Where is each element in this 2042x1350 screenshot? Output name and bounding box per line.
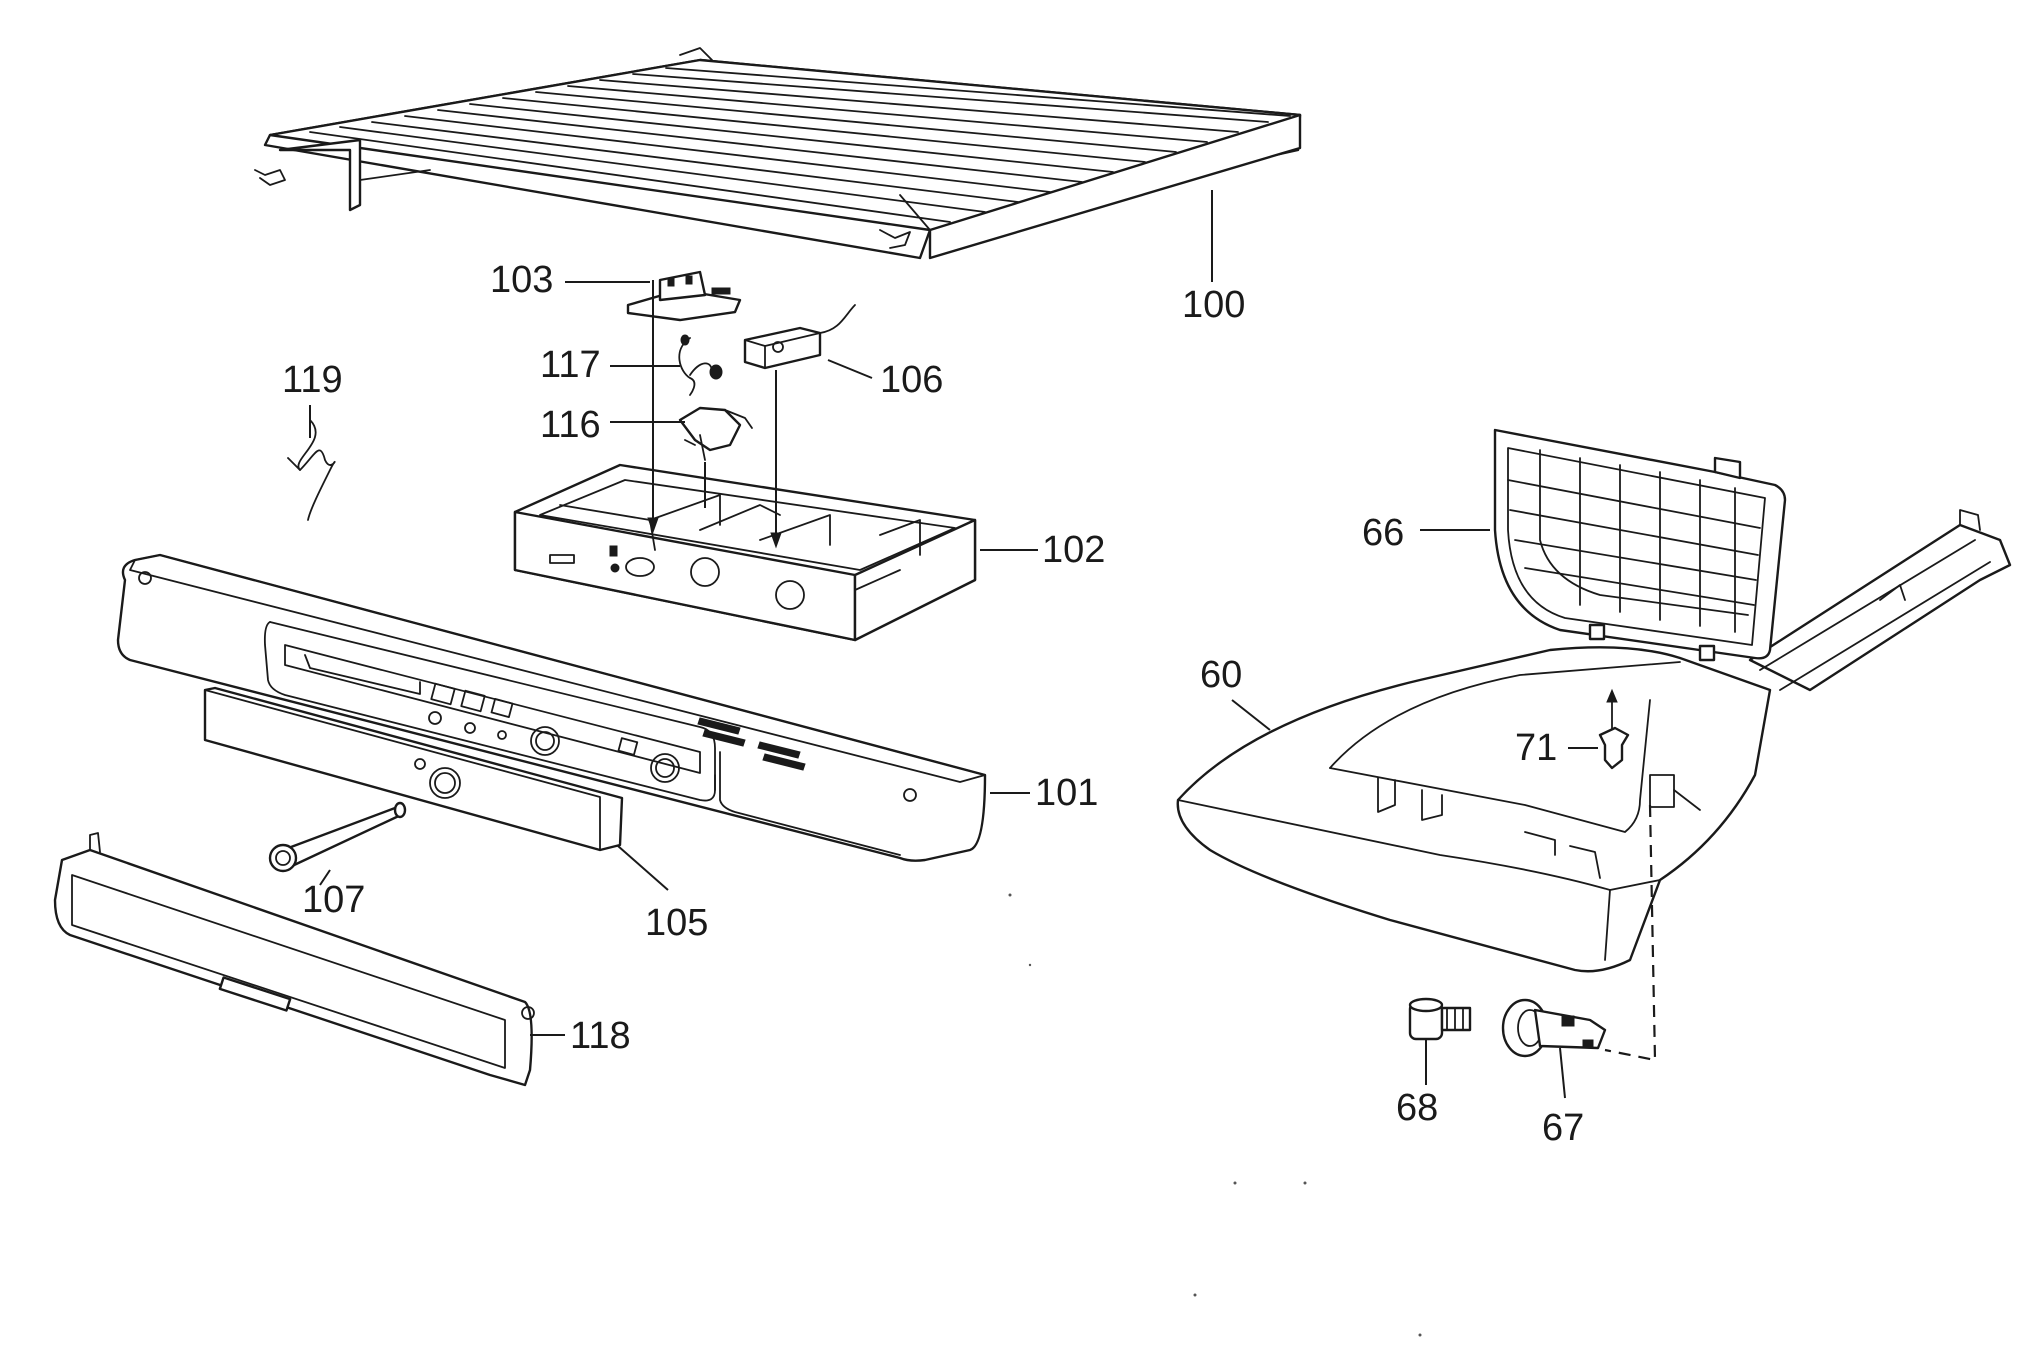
part-60-drawer-rail — [1748, 509, 2012, 692]
part-106-capacitor — [743, 304, 856, 370]
callout-66: 66 — [1362, 512, 1404, 554]
callout-105: 105 — [645, 902, 708, 944]
callout-107: 107 — [302, 879, 365, 921]
leader-lines — [309, 190, 1598, 1099]
part-100-top-shelf — [254, 47, 1302, 260]
part-103-terminal-block — [626, 270, 742, 322]
part-117-wire — [678, 334, 723, 396]
part-105-trim-panel — [203, 686, 624, 852]
callout-60: 60 — [1200, 654, 1242, 696]
part-60-crisper-tray — [1176, 646, 1772, 973]
part-67-bushing — [1501, 998, 1607, 1058]
callout-labels: 100 103 117 106 119 116 102 66 60 71 101… — [282, 259, 1584, 1149]
part-66-grille-lid — [1493, 428, 1787, 662]
callout-68: 68 — [1396, 1087, 1438, 1129]
part-107-shaft — [268, 801, 407, 873]
callout-100: 100 — [1182, 284, 1245, 326]
part-116-thermostat — [678, 406, 753, 461]
callout-103: 103 — [490, 259, 553, 301]
scan-specks — [1008, 893, 1422, 1337]
callout-71: 71 — [1515, 727, 1557, 769]
part-102-control-box — [513, 463, 977, 642]
callout-116: 116 — [540, 404, 601, 446]
callout-67: 67 — [1542, 1107, 1584, 1149]
part-68-plug — [1408, 997, 1472, 1041]
part-118-bottom-trim — [53, 832, 535, 1087]
callout-102: 102 — [1042, 529, 1105, 571]
callout-118: 118 — [570, 1015, 631, 1057]
part-71-clip — [1598, 688, 1630, 770]
part-119-cable — [287, 419, 336, 521]
callout-106: 106 — [880, 359, 943, 401]
part-101-control-panel — [116, 553, 987, 862]
callout-117: 117 — [540, 344, 601, 386]
callout-101: 101 — [1035, 772, 1098, 814]
assembly-line-67 — [1604, 804, 1657, 1062]
callout-119: 119 — [282, 359, 343, 401]
